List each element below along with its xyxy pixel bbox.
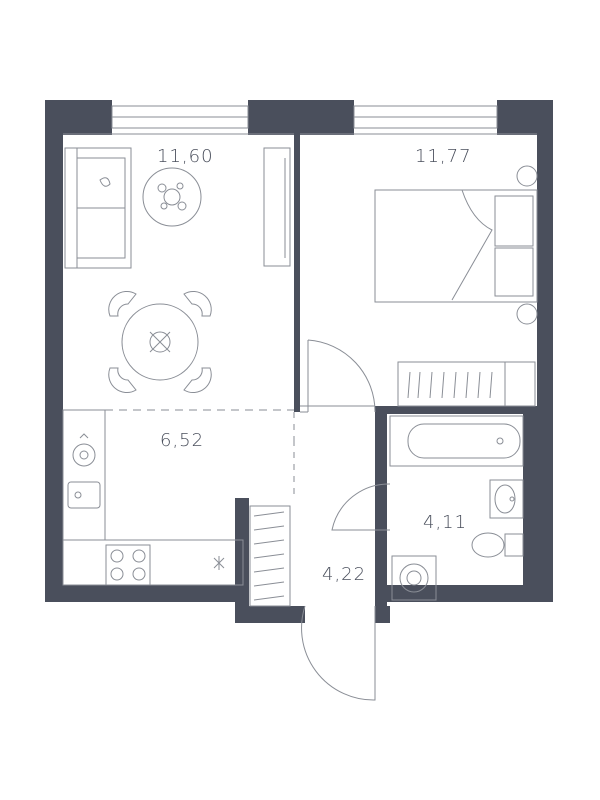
windows (111, 105, 498, 129)
kitchen-sink-icon (62, 409, 106, 541)
tv-unit-icon (263, 147, 291, 267)
stove-icon (62, 539, 244, 586)
kitchen-area: 6,52 (160, 430, 205, 451)
dining-table-icon (108, 290, 212, 394)
plant-icon (213, 556, 225, 570)
hallway-area: 4,22 (322, 564, 367, 585)
bedroom-area: 11,77 (415, 146, 472, 167)
walls (45, 100, 553, 623)
boiler-icon (72, 433, 96, 467)
sink-icon (489, 479, 524, 519)
doors (301, 339, 391, 701)
wardrobe-icon (397, 361, 536, 407)
inner-lines (63, 133, 537, 498)
bathtub-icon (389, 415, 524, 467)
bed-icon (374, 165, 538, 325)
living-room-area: 11,60 (157, 146, 214, 167)
sofa-icon (64, 147, 132, 269)
wardrobe-icon (249, 505, 291, 607)
plant-icon (142, 167, 202, 227)
bathroom-area: 4,11 (423, 512, 468, 533)
toilet-icon (471, 532, 524, 558)
washing-machine-icon (391, 555, 437, 601)
